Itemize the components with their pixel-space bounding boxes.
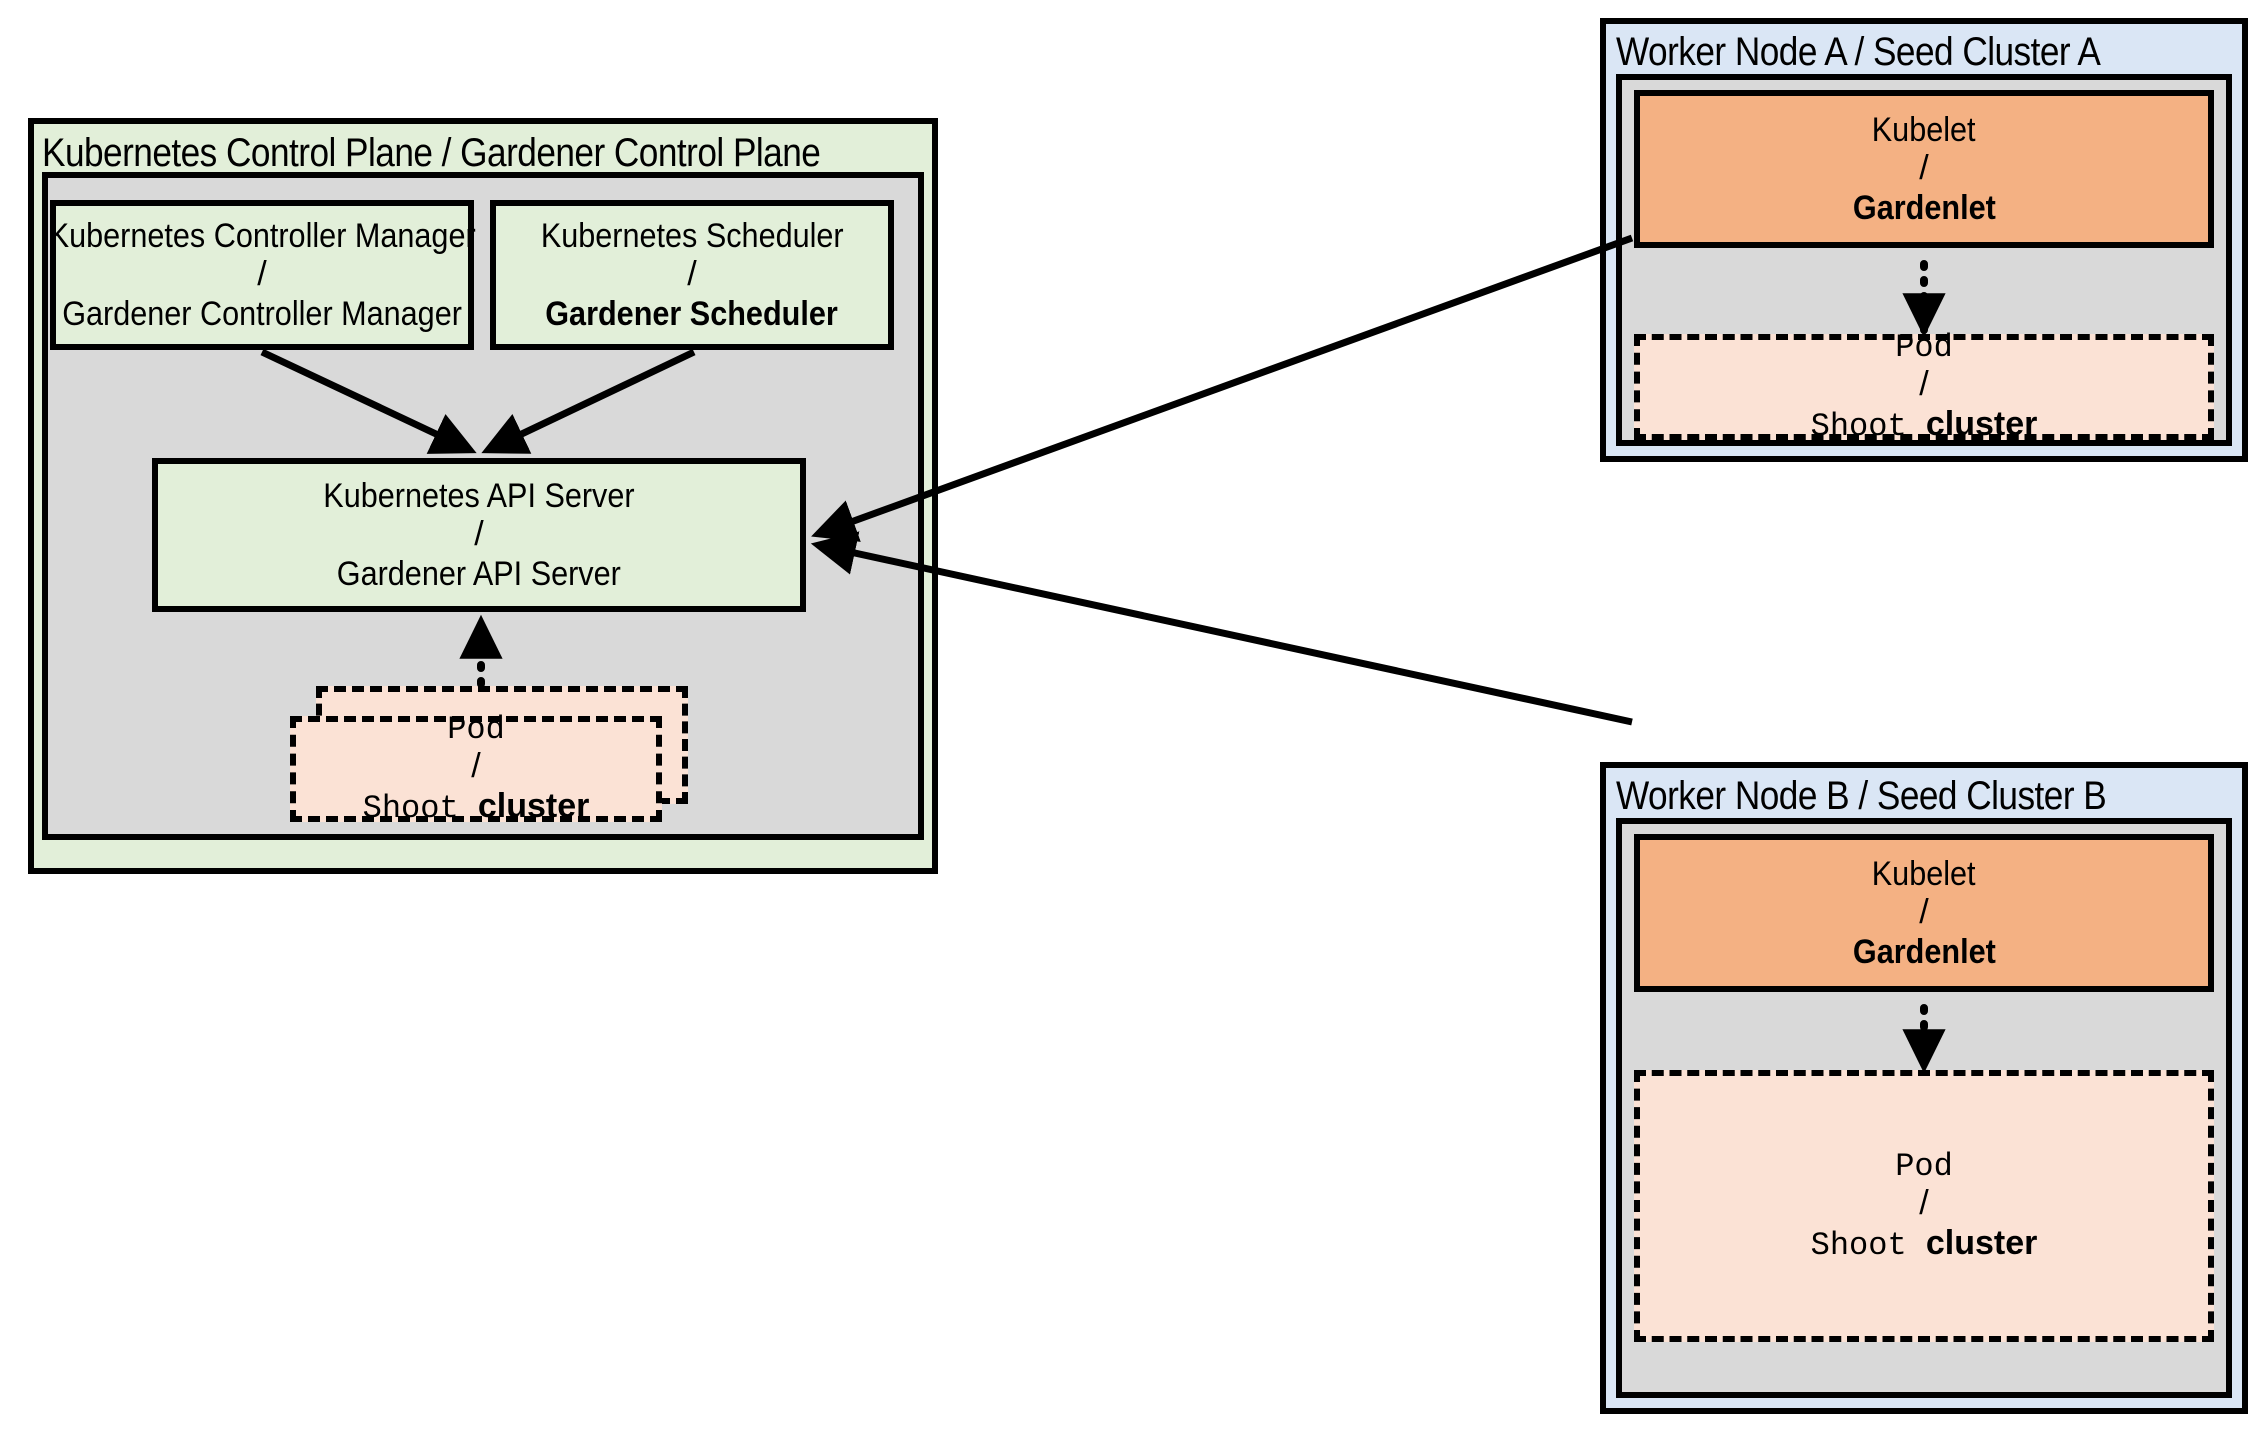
arrow-gardenlet-a-to-api-server xyxy=(811,234,1634,542)
worker-node-a-pod-line2-mono: Shoot xyxy=(1810,407,1926,445)
control-plane-pod-line2-mono: Shoot xyxy=(362,789,478,827)
controller-manager-line1: Kubernetes Controller Manager xyxy=(48,217,476,256)
worker-node-b-pod-box: Pod / Shoot cluster xyxy=(1634,1070,2214,1342)
gardenlet-b-line2: Gardenlet xyxy=(1852,932,1996,971)
control-plane-pod-box: Pod / Shoot cluster xyxy=(290,711,662,827)
kubelet-gardenlet-b-box: Kubelet / Gardenlet xyxy=(1634,834,2214,992)
gardenlet-a-line2: Gardenlet xyxy=(1852,188,1996,227)
control-plane-pod-line2: Shoot cluster xyxy=(363,786,590,828)
controller-manager-separator: / xyxy=(257,255,267,294)
kubelet-gardenlet-a-box: Kubelet / Gardenlet xyxy=(1634,90,2214,248)
kubernetes-api-server-box: Kubernetes API Server / Gardener API Ser… xyxy=(152,458,806,612)
worker-node-a-pod-separator: / xyxy=(1919,365,1929,404)
controller-manager-label: Kubernetes Controller Manager / Gardener… xyxy=(49,206,476,344)
worker-node-a-pod-line1: Pod xyxy=(1895,328,1953,366)
kubelet-gardenlet-b-label: Kubelet / Gardenlet xyxy=(1640,840,2208,986)
kubelet-b-line1: Kubelet xyxy=(1872,855,1976,894)
worker-node-b-pod-label: Pod / Shoot cluster xyxy=(1640,1076,2208,1336)
control-plane-pod-line1: Pod xyxy=(447,710,505,748)
control-plane-title: Kubernetes Control Plane / Gardener Cont… xyxy=(42,131,821,175)
scheduler-separator: / xyxy=(687,255,697,294)
worker-node-a-pod-box: Pod / Shoot cluster xyxy=(1634,329,2214,445)
kubelet-b-separator: / xyxy=(1919,893,1929,932)
api-server-line1: Kubernetes API Server xyxy=(323,477,635,516)
worker-node-a-pod-label: Pod / Shoot cluster xyxy=(1640,329,2208,445)
controller-manager-line2: Gardener Controller Manager xyxy=(62,294,462,333)
api-server-line2: Gardener API Server xyxy=(336,554,622,593)
kubelet-gardenlet-a-label: Kubelet / Gardenlet xyxy=(1640,96,2208,242)
scheduler-line1: Kubernetes Scheduler xyxy=(540,217,844,256)
scheduler-line2: Gardener Scheduler xyxy=(545,294,839,333)
api-server-label: Kubernetes API Server / Gardener API Ser… xyxy=(158,464,800,606)
worker-node-b-title: Worker Node B / Seed Cluster B xyxy=(1616,774,2107,818)
control-plane-pod-label: Pod / Shoot cluster xyxy=(296,711,656,827)
kubelet-a-line1: Kubelet xyxy=(1872,111,1976,150)
worker-node-a-pod-line2: Shoot cluster xyxy=(1811,404,2038,446)
api-server-separator: / xyxy=(474,515,484,554)
kubernetes-scheduler-box: Kubernetes Scheduler / Gardener Schedule… xyxy=(490,200,894,350)
scheduler-label: Kubernetes Scheduler / Gardener Schedule… xyxy=(496,206,888,344)
control-plane-pod-separator: / xyxy=(471,747,481,786)
worker-node-a-title: Worker Node A / Seed Cluster A xyxy=(1616,30,2101,74)
kubernetes-controller-manager-box: Kubernetes Controller Manager / Gardener… xyxy=(49,200,476,350)
worker-node-b-pod-separator: / xyxy=(1919,1184,1929,1223)
arrow-gardenlet-b-to-api-server xyxy=(810,531,1633,726)
kubelet-a-separator: / xyxy=(1919,149,1929,188)
control-plane-pod-line2-bold: cluster xyxy=(477,786,590,825)
worker-node-b-pod-line2-mono: Shoot xyxy=(1810,1226,1926,1264)
worker-node-a-pod-line2-bold: cluster xyxy=(1925,404,2038,443)
worker-node-b-pod-line1: Pod xyxy=(1895,1147,1953,1185)
worker-node-b-pod-line2-bold: cluster xyxy=(1925,1223,2038,1262)
worker-node-b-pod-line2: Shoot cluster xyxy=(1811,1223,2038,1265)
